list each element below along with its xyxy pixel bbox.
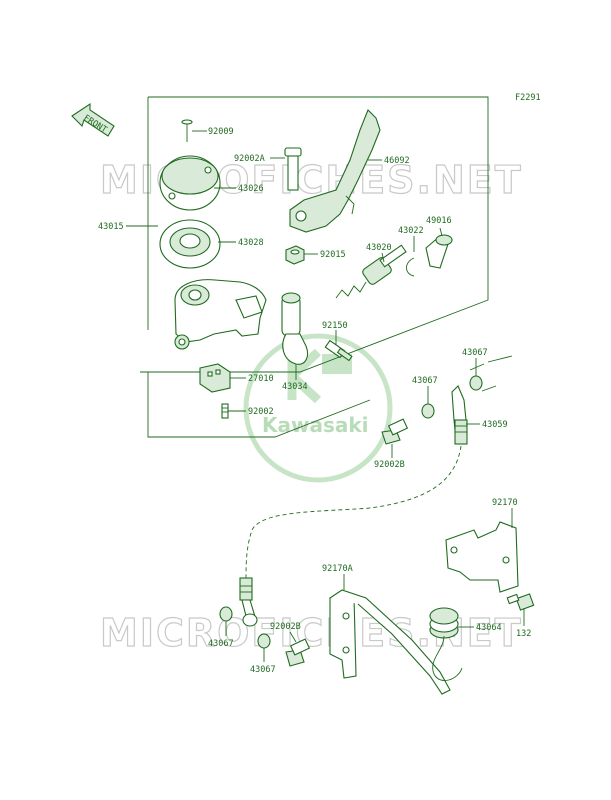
- logo-text: Kawasaki: [262, 413, 369, 437]
- label-92002B-upper: 92002B: [374, 460, 405, 470]
- label-92002: 92002: [248, 407, 274, 417]
- clamp-holder: [281, 292, 309, 365]
- figure-code: F2291: [515, 93, 541, 103]
- piston-assembly: [335, 244, 407, 299]
- washer-lower-right: [257, 633, 271, 649]
- leader-lines: [126, 130, 525, 662]
- label-43059: 43059: [482, 420, 508, 430]
- label-43064: 43064: [476, 623, 502, 633]
- label-43028: 43028: [238, 238, 264, 248]
- hose-fitting-upper: [451, 385, 468, 445]
- hose-fitting-lower: [239, 577, 258, 627]
- grommet: [429, 607, 463, 681]
- label-43015: 43015: [98, 222, 124, 232]
- label-43067-lower-left: 43067: [208, 639, 234, 649]
- label-92002A: 92002A: [234, 154, 265, 164]
- label-43067-lower-right: 43067: [250, 665, 276, 675]
- screw-92002: [221, 403, 229, 419]
- brake-lever: [289, 109, 381, 233]
- label-43067-upper-left: 43067: [412, 376, 438, 386]
- washer-upper-left: [421, 403, 435, 419]
- label-92170A: 92170A: [322, 564, 353, 574]
- label-43067-upper-right: 43067: [462, 348, 488, 358]
- nut-92015: [285, 245, 305, 265]
- screw-92009: [181, 119, 193, 142]
- label-49016: 49016: [426, 216, 452, 226]
- banjo-bolt-lower: [285, 638, 311, 667]
- washer-upper-right: [469, 375, 483, 391]
- bolt-92150: [324, 339, 353, 362]
- label-43034: 43034: [282, 382, 308, 392]
- circlip: [406, 257, 415, 277]
- master-cylinder-body: [174, 279, 267, 350]
- label-92002B-lower: 92002B: [270, 622, 301, 632]
- dust-boot: [425, 234, 453, 269]
- label-43026: 43026: [238, 184, 264, 194]
- bolt-132: [506, 593, 535, 611]
- brake-switch: [199, 363, 231, 393]
- label-43020: 43020: [366, 243, 392, 253]
- label-27010: 27010: [248, 374, 274, 384]
- label-92170: 92170: [492, 498, 518, 508]
- label-92150: 92150: [322, 321, 348, 331]
- label-46092: 46092: [384, 156, 410, 166]
- label-92009: 92009: [208, 127, 234, 137]
- front-arrow-icon: FRONT: [71, 102, 115, 137]
- washer-lower-left: [219, 606, 233, 622]
- diaphragm: [159, 219, 221, 269]
- reservoir-cap: [159, 155, 221, 211]
- bracket-92170: [445, 521, 519, 593]
- assembly-frame: [140, 96, 489, 438]
- label-132: 132: [516, 629, 531, 639]
- brake-hose: [245, 445, 462, 581]
- pivot-bolt: [284, 147, 302, 191]
- watermark-bottom: MICROFICHES.NET: [100, 611, 523, 655]
- label-92015: 92015: [320, 250, 346, 260]
- banjo-bolt-upper: [381, 418, 409, 445]
- label-43022: 43022: [398, 226, 424, 236]
